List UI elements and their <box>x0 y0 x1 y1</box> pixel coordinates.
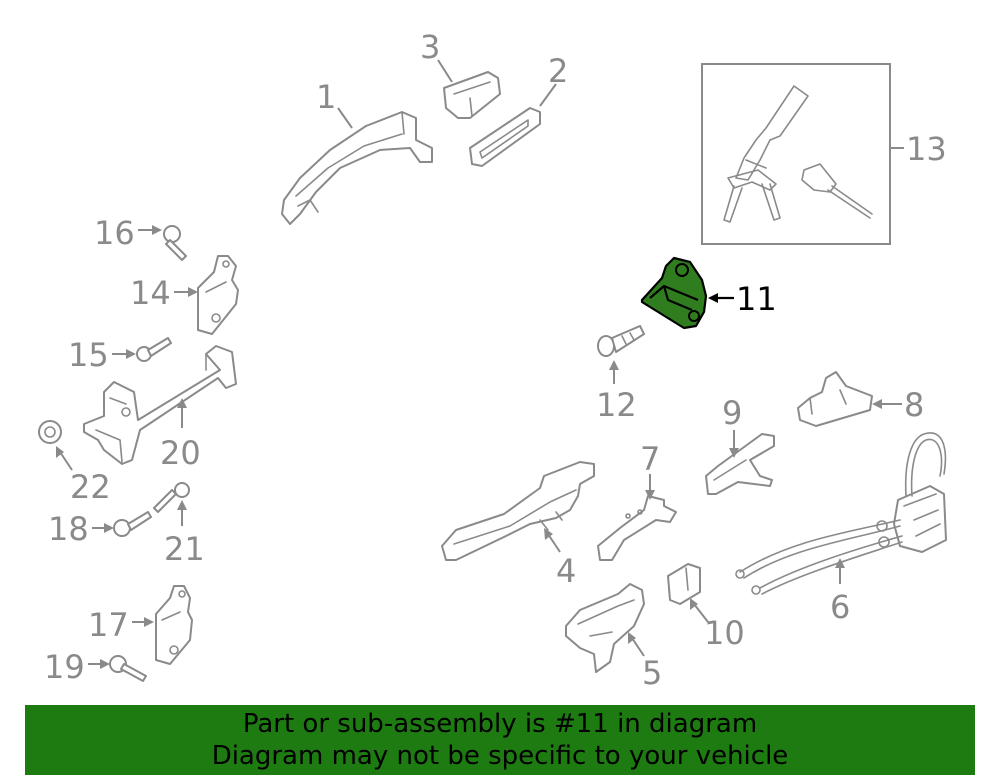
callout-21: 21 <box>164 530 205 568</box>
part-12-screw[interactable] <box>597 325 645 357</box>
part-1-outer-handle[interactable] <box>281 111 433 225</box>
part-3-handle-cap[interactable] <box>443 71 501 119</box>
callout-20: 20 <box>160 434 201 472</box>
callout-2: 2 <box>548 52 568 90</box>
callout-8: 8 <box>904 386 924 424</box>
part-21-bolt[interactable] <box>153 482 190 513</box>
part-18-bolt[interactable] <box>113 511 152 537</box>
part-9-bracket[interactable] <box>705 433 775 495</box>
callout-18: 18 <box>48 510 89 548</box>
part-10-bumper[interactable] <box>667 563 701 605</box>
callout-4: 4 <box>556 552 576 590</box>
callout-7: 7 <box>640 440 660 478</box>
callout-13: 13 <box>906 130 947 168</box>
callout-9: 9 <box>722 394 742 432</box>
part-20-door-check[interactable] <box>83 345 237 465</box>
part-16-bolt[interactable] <box>163 225 187 261</box>
callout-19: 19 <box>44 648 85 686</box>
callout-16: 16 <box>94 214 135 252</box>
part-19-bolt[interactable] <box>109 655 147 682</box>
callout-3: 3 <box>420 28 440 66</box>
part-17-lower-hinge[interactable] <box>155 585 193 665</box>
part-14-upper-hinge[interactable] <box>197 255 239 335</box>
callout-22: 22 <box>70 468 111 506</box>
part-22-nut[interactable] <box>38 420 62 444</box>
part-5-inner-handle[interactable] <box>565 583 645 673</box>
banner-line-1: Part or sub-assembly is #11 in diagram <box>242 709 758 739</box>
part-15-bolt[interactable] <box>136 337 172 362</box>
part-4-frame[interactable] <box>441 461 595 561</box>
callout-17: 17 <box>88 606 129 644</box>
notice-banner: Part or sub-assembly is #11 in diagram D… <box>25 705 975 775</box>
part-11-door-striker[interactable] <box>640 256 708 330</box>
part-6-door-latch[interactable] <box>735 432 947 595</box>
callout-10: 10 <box>704 614 745 652</box>
callout-14: 14 <box>130 274 171 312</box>
part-8-clip[interactable] <box>797 371 873 427</box>
callout-11: 11 <box>736 280 777 318</box>
parts-diagram: 1 2 3 13 16 14 <box>38 28 947 692</box>
part-7-linkage[interactable] <box>597 495 677 561</box>
callout-5: 5 <box>642 654 662 692</box>
banner-line-2: Diagram may not be specific to your vehi… <box>211 741 789 771</box>
part-2-gasket[interactable] <box>469 107 541 167</box>
part-13-sensor-box[interactable] <box>701 63 891 245</box>
callout-1: 1 <box>316 78 336 116</box>
callout-12: 12 <box>596 386 637 424</box>
callout-15: 15 <box>68 336 109 374</box>
callout-6: 6 <box>830 588 850 626</box>
